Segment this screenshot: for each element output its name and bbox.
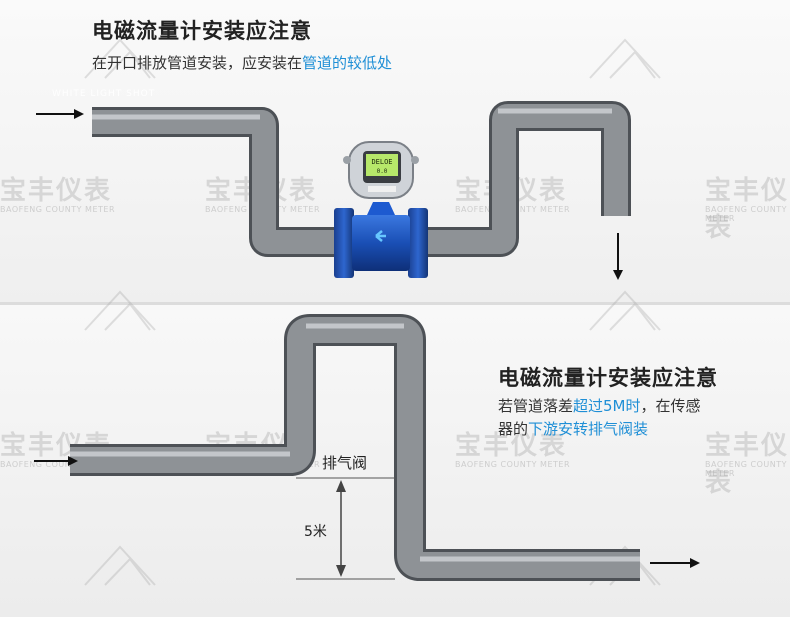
watermark-brand: 宝丰仪表 <box>455 431 568 461</box>
top-description-highlight: 管道的较低处 <box>302 54 393 72</box>
watermark-brand: 宝丰仪表 <box>705 431 790 498</box>
watermark-sub: BAOFENG COUNTY METER <box>455 460 570 469</box>
bottom-title: 电磁流量计安装应注意 <box>498 366 718 390</box>
meter-left-flange <box>334 208 354 278</box>
meter-neck <box>367 202 395 215</box>
lcd-reading: DELOE <box>371 158 392 166</box>
nameplate <box>368 186 396 192</box>
bottom-line2-highlight: 下游安转排气阀装 <box>528 420 649 438</box>
inlet-arrow-top <box>36 109 84 119</box>
top-description: 在开口排放管道安装，应安装在管道的较低处 <box>92 52 392 75</box>
bottom-line2-plain: 器的 <box>498 420 529 438</box>
outlet-arrow-bottom <box>650 558 700 568</box>
watermark-sub: BAOFENG COUNTY METER <box>0 205 115 214</box>
bottom-line1-highlight: 超过5M时 <box>573 397 641 415</box>
bottom-description-line2: 器的下游安转排气阀装 <box>498 418 648 441</box>
top-pipe <box>92 101 631 257</box>
meter-body <box>352 215 410 271</box>
watermark-brand: 宝丰仪表 <box>705 176 790 243</box>
top-description-plain: 在开口排放管道安装，应安装在 <box>92 54 303 72</box>
height-dimension <box>296 477 395 580</box>
flow-meter: DELOE 0.0 <box>334 141 428 278</box>
lcd-screen <box>366 154 398 176</box>
mountain-watermarks <box>84 38 661 586</box>
lcd-reading-line2: 0.0 <box>377 168 388 175</box>
watermark-sub: BAOFENG COUNTY METER <box>0 460 115 469</box>
meter-right-flange <box>408 208 428 278</box>
bottom-line1-plain-a: 若管道落差 <box>498 397 574 415</box>
flow-direction-arrow <box>375 230 386 242</box>
inlet-arrow-bottom <box>34 456 78 466</box>
height-label: 5米 <box>304 524 327 540</box>
exhaust-valve-label: 排气阀 <box>322 454 368 472</box>
outlet-arrow-top <box>613 233 623 280</box>
bottom-pipe <box>70 314 640 581</box>
panel-divider <box>0 302 790 305</box>
bottom-description-line1: 若管道落差超过5M时，在传感 <box>498 395 701 418</box>
watermark-sub: BAOFENG COUNTY METER <box>705 205 787 223</box>
watermark-brand: 宝丰仪表 <box>0 176 113 206</box>
watermark-sub: BAOFENG COUNTY METER <box>705 460 787 478</box>
overlay-text: WHITE LIGHT SHOT <box>52 89 156 99</box>
cable-gland-right <box>411 156 419 164</box>
cable-gland-left <box>343 156 351 164</box>
bottom-line1-plain-b: ，在传感 <box>640 397 701 415</box>
top-title: 电磁流量计安装应注意 <box>92 19 312 43</box>
